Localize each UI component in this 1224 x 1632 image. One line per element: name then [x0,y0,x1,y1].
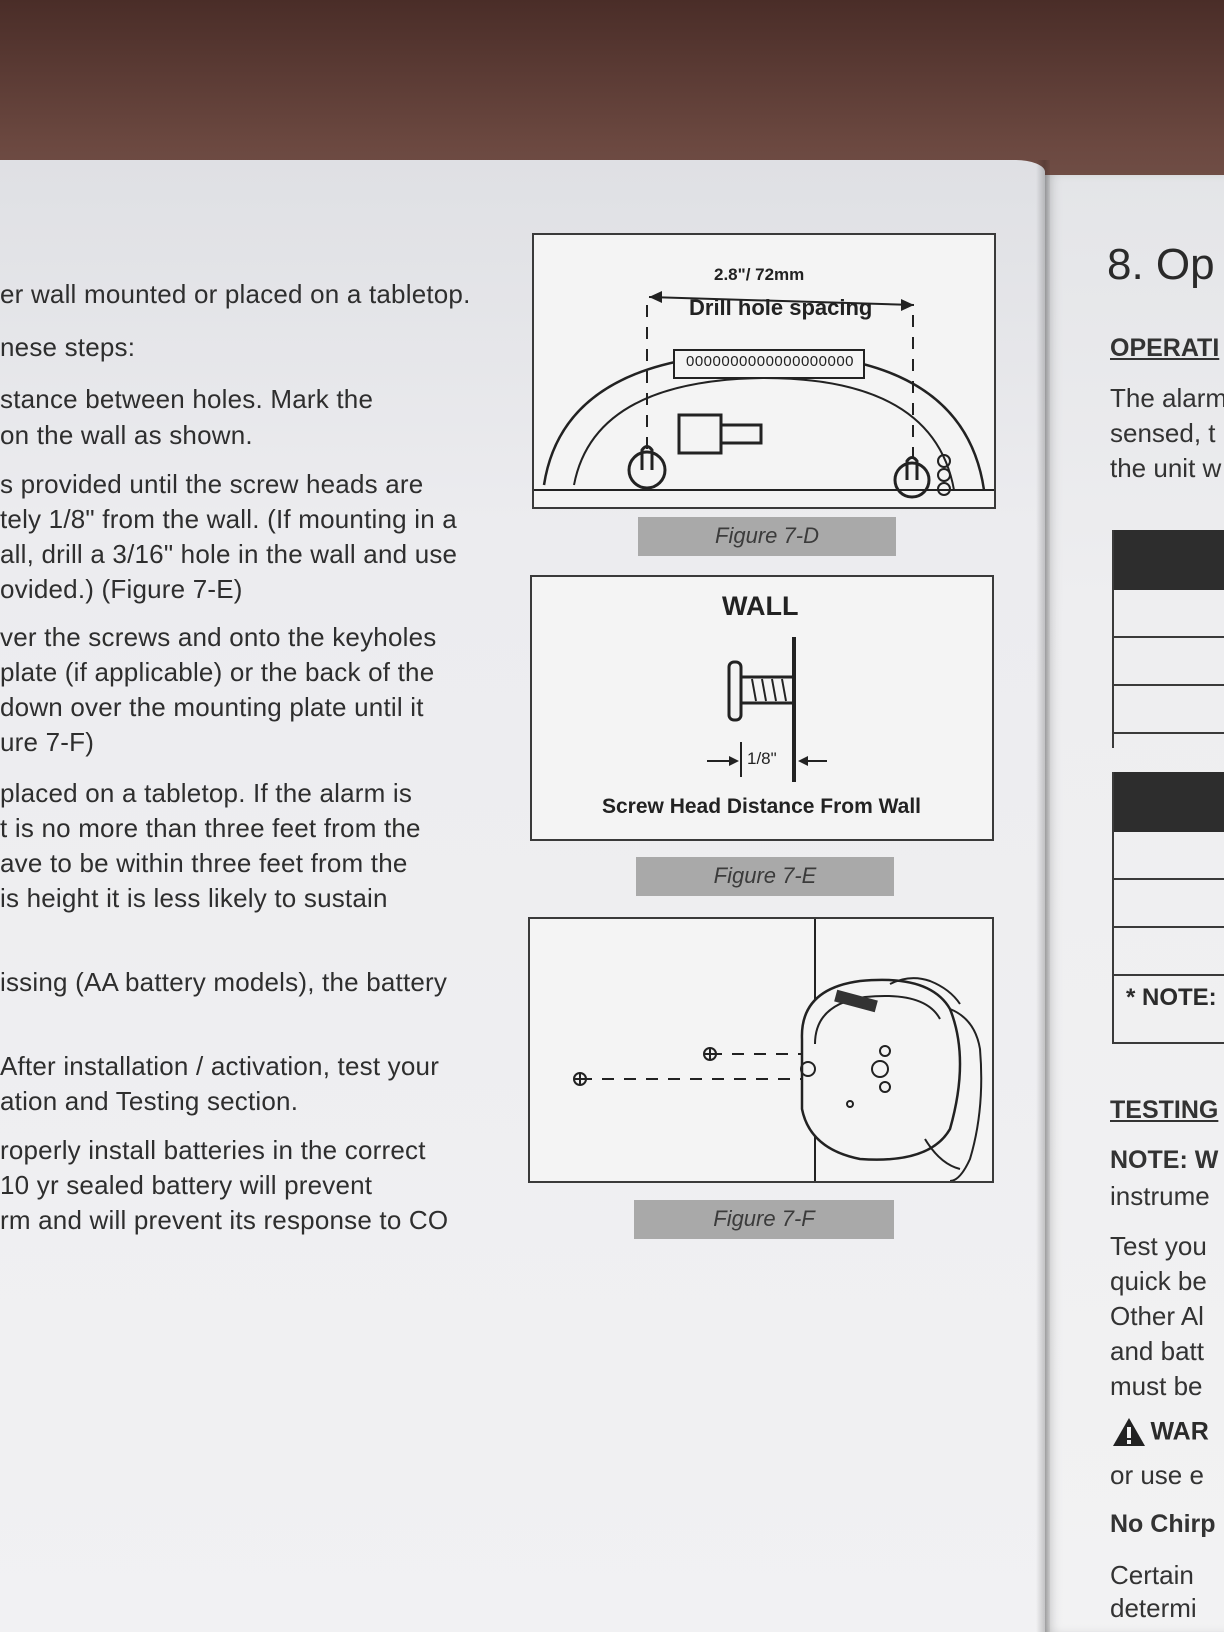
screw-head-distance-label: Screw Head Distance From Wall [602,795,921,818]
warning-triangle-icon [1113,1418,1145,1446]
section-title: 8. Op [1107,240,1215,289]
operation-heading: OPERATI [1110,334,1220,362]
figure-7e-caption: Figure 7-E [636,857,894,896]
text-line: ave to be within three feet from the [0,848,408,878]
text-line: 10 yr sealed battery will prevent [0,1170,373,1200]
drill-hole-spacing-label: Drill hole spacing [689,295,873,320]
text-line: ver the screws and onto the keyholes [0,622,437,652]
alarm-table-2: * NOTE: [1112,772,1224,1044]
final-line: determi [1110,1593,1197,1623]
text-line: After installation / activation, test yo… [0,1051,440,1081]
figure-7d-caption: Figure 7-D [638,517,896,556]
alarm-table-1 [1112,530,1224,748]
drill-spacing-drawing [534,291,994,499]
warning-row: WAR [1112,1417,1209,1447]
text-line: ovided.) (Figure 7-E) [0,574,243,604]
screw-distance-drawing [707,637,827,782]
text-line: er wall mounted or placed on a tabletop. [0,279,471,309]
final-line: Certain [1110,1560,1194,1590]
operation-line: sensed, t [1110,418,1216,448]
warning-label: WAR [1150,1417,1209,1446]
table-row [1114,880,1224,928]
table-row [1114,638,1224,686]
test-line: and batt [1110,1336,1204,1366]
table-header [1114,772,1224,832]
text-line: ation and Testing section. [0,1086,299,1116]
text-line: placed on a tabletop. If the alarm is [0,778,413,808]
figure-7f-caption: Figure 7-F [634,1200,894,1239]
text-line: s provided until the screw heads are [0,469,424,499]
testing-heading: TESTING [1110,1096,1219,1124]
operation-line: The alarm [1110,383,1224,413]
text-line: plate (if applicable) or the back of the [0,657,435,687]
warning-line: or use e [1110,1460,1204,1490]
text-line: roperly install batteries in the correct [0,1135,426,1165]
text-line: on the wall as shown. [0,420,253,450]
table-row [1114,686,1224,734]
table-header [1114,530,1224,590]
test-line: must be [1110,1371,1203,1401]
test-line: Test you [1110,1231,1207,1261]
no-chirp-heading: No Chirp [1110,1510,1216,1538]
book-gutter [1036,160,1050,1632]
table-note: * NOTE: [1126,984,1217,1011]
figure-7d-diagram: 2.8"/ 72mm Drill hole spacing 0000000000… [532,233,996,509]
wall-label: WALL [722,591,799,621]
test-line: Other Al [1110,1301,1204,1331]
text-line: t is no more than three feet from the [0,813,421,843]
table-row [1114,928,1224,976]
operation-line: the unit w [1110,453,1222,483]
note-label: NOTE: W [1110,1146,1219,1174]
text-line: ure 7-F) [0,727,95,757]
text-line: stance between holes. Mark the [0,384,374,414]
figure-7f-diagram [528,917,994,1183]
table-row [1114,590,1224,638]
alarm-mounting-drawing [573,919,983,1181]
gap-label: 1/8" [747,749,777,768]
note-line: instrume [1110,1181,1210,1211]
figure-7e-diagram: WALL 1/8" Screw Head Distance From Wall [530,575,994,841]
text-line: all, drill a 3/16" hole in the wall and … [0,539,458,569]
right-page [1045,175,1224,1632]
dimension-label: 2.8"/ 72mm [714,265,805,284]
text-line: down over the mounting plate until it [0,692,424,722]
text-line: issing (AA battery models), the battery [0,967,448,997]
vent-pattern: 0000000000000000000 [686,353,855,370]
text-line: nese steps: [0,332,136,362]
table-row [1114,832,1224,880]
text-line: tely 1/8" from the wall. (If mounting in… [0,504,457,534]
text-line: is height it is less likely to sustain [0,883,388,913]
text-line: rm and will prevent its response to CO [0,1205,449,1235]
test-line: quick be [1110,1266,1207,1296]
